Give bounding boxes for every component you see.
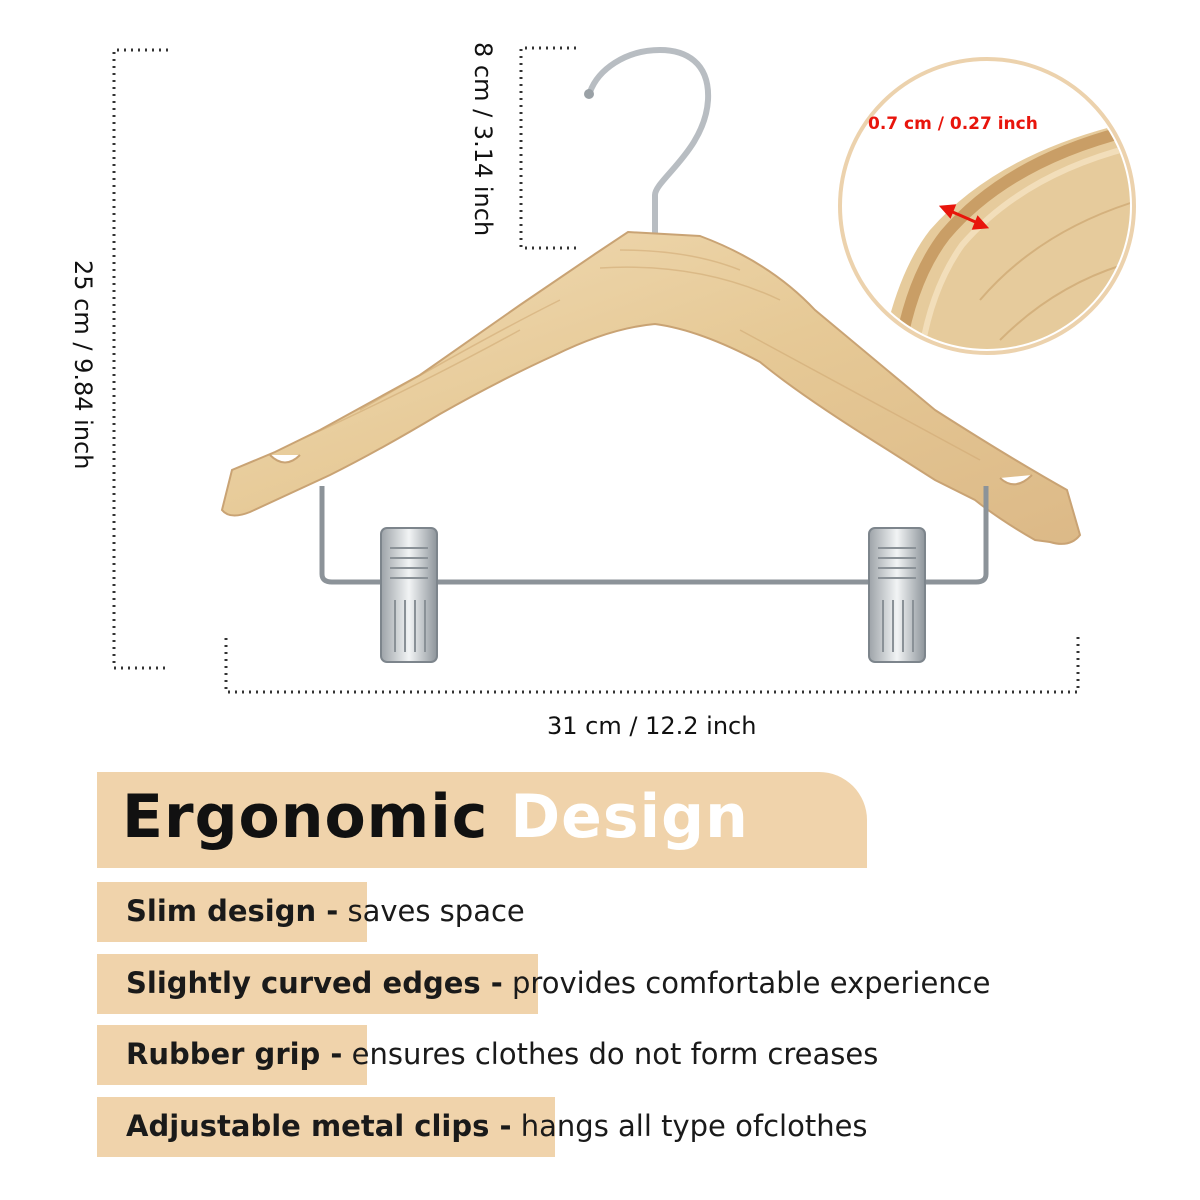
title-band	[97, 772, 867, 868]
thickness-arrow-icon	[938, 204, 990, 230]
feature-description: saves space	[347, 894, 525, 928]
wood-edge-closeup	[838, 57, 1136, 355]
hanger-metal-bar	[319, 486, 989, 585]
feature-highlight	[97, 954, 538, 1014]
product-illustration	[112, 46, 1136, 694]
feature-description: provides comfortable experience	[512, 966, 991, 1000]
dimension-lines	[112, 46, 1080, 694]
feature-description: ensures clothes do not form creases	[351, 1037, 879, 1071]
feature-name: Slim design -	[126, 894, 339, 928]
left-clip	[380, 527, 438, 663]
hanger-wood-body	[220, 230, 1082, 545]
feature-name: Slightly curved edges -	[126, 966, 503, 1000]
feature-highlight	[97, 882, 367, 942]
feature-description: hangs all type ofclothes	[520, 1109, 868, 1143]
thickness-label: 0.7 cm / 0.27 inch	[868, 114, 1038, 134]
title-part-design: Design	[510, 782, 749, 852]
hook-height-label: 8 cm / 3.14 inch	[469, 42, 497, 237]
total-height-label: 25 cm / 9.84 inch	[69, 260, 97, 470]
hanger-hook	[584, 46, 712, 241]
right-clip	[868, 527, 926, 663]
feature-highlight	[97, 1097, 555, 1157]
title-part-ergonomic: Ergonomic	[122, 782, 489, 852]
feature-name: Rubber grip -	[126, 1037, 343, 1071]
section-title: Ergonomic Design	[122, 782, 749, 852]
feature-highlight	[97, 1025, 367, 1085]
feature-name: Adjustable metal clips -	[126, 1109, 512, 1143]
width-label: 31 cm / 12.2 inch	[547, 712, 757, 740]
